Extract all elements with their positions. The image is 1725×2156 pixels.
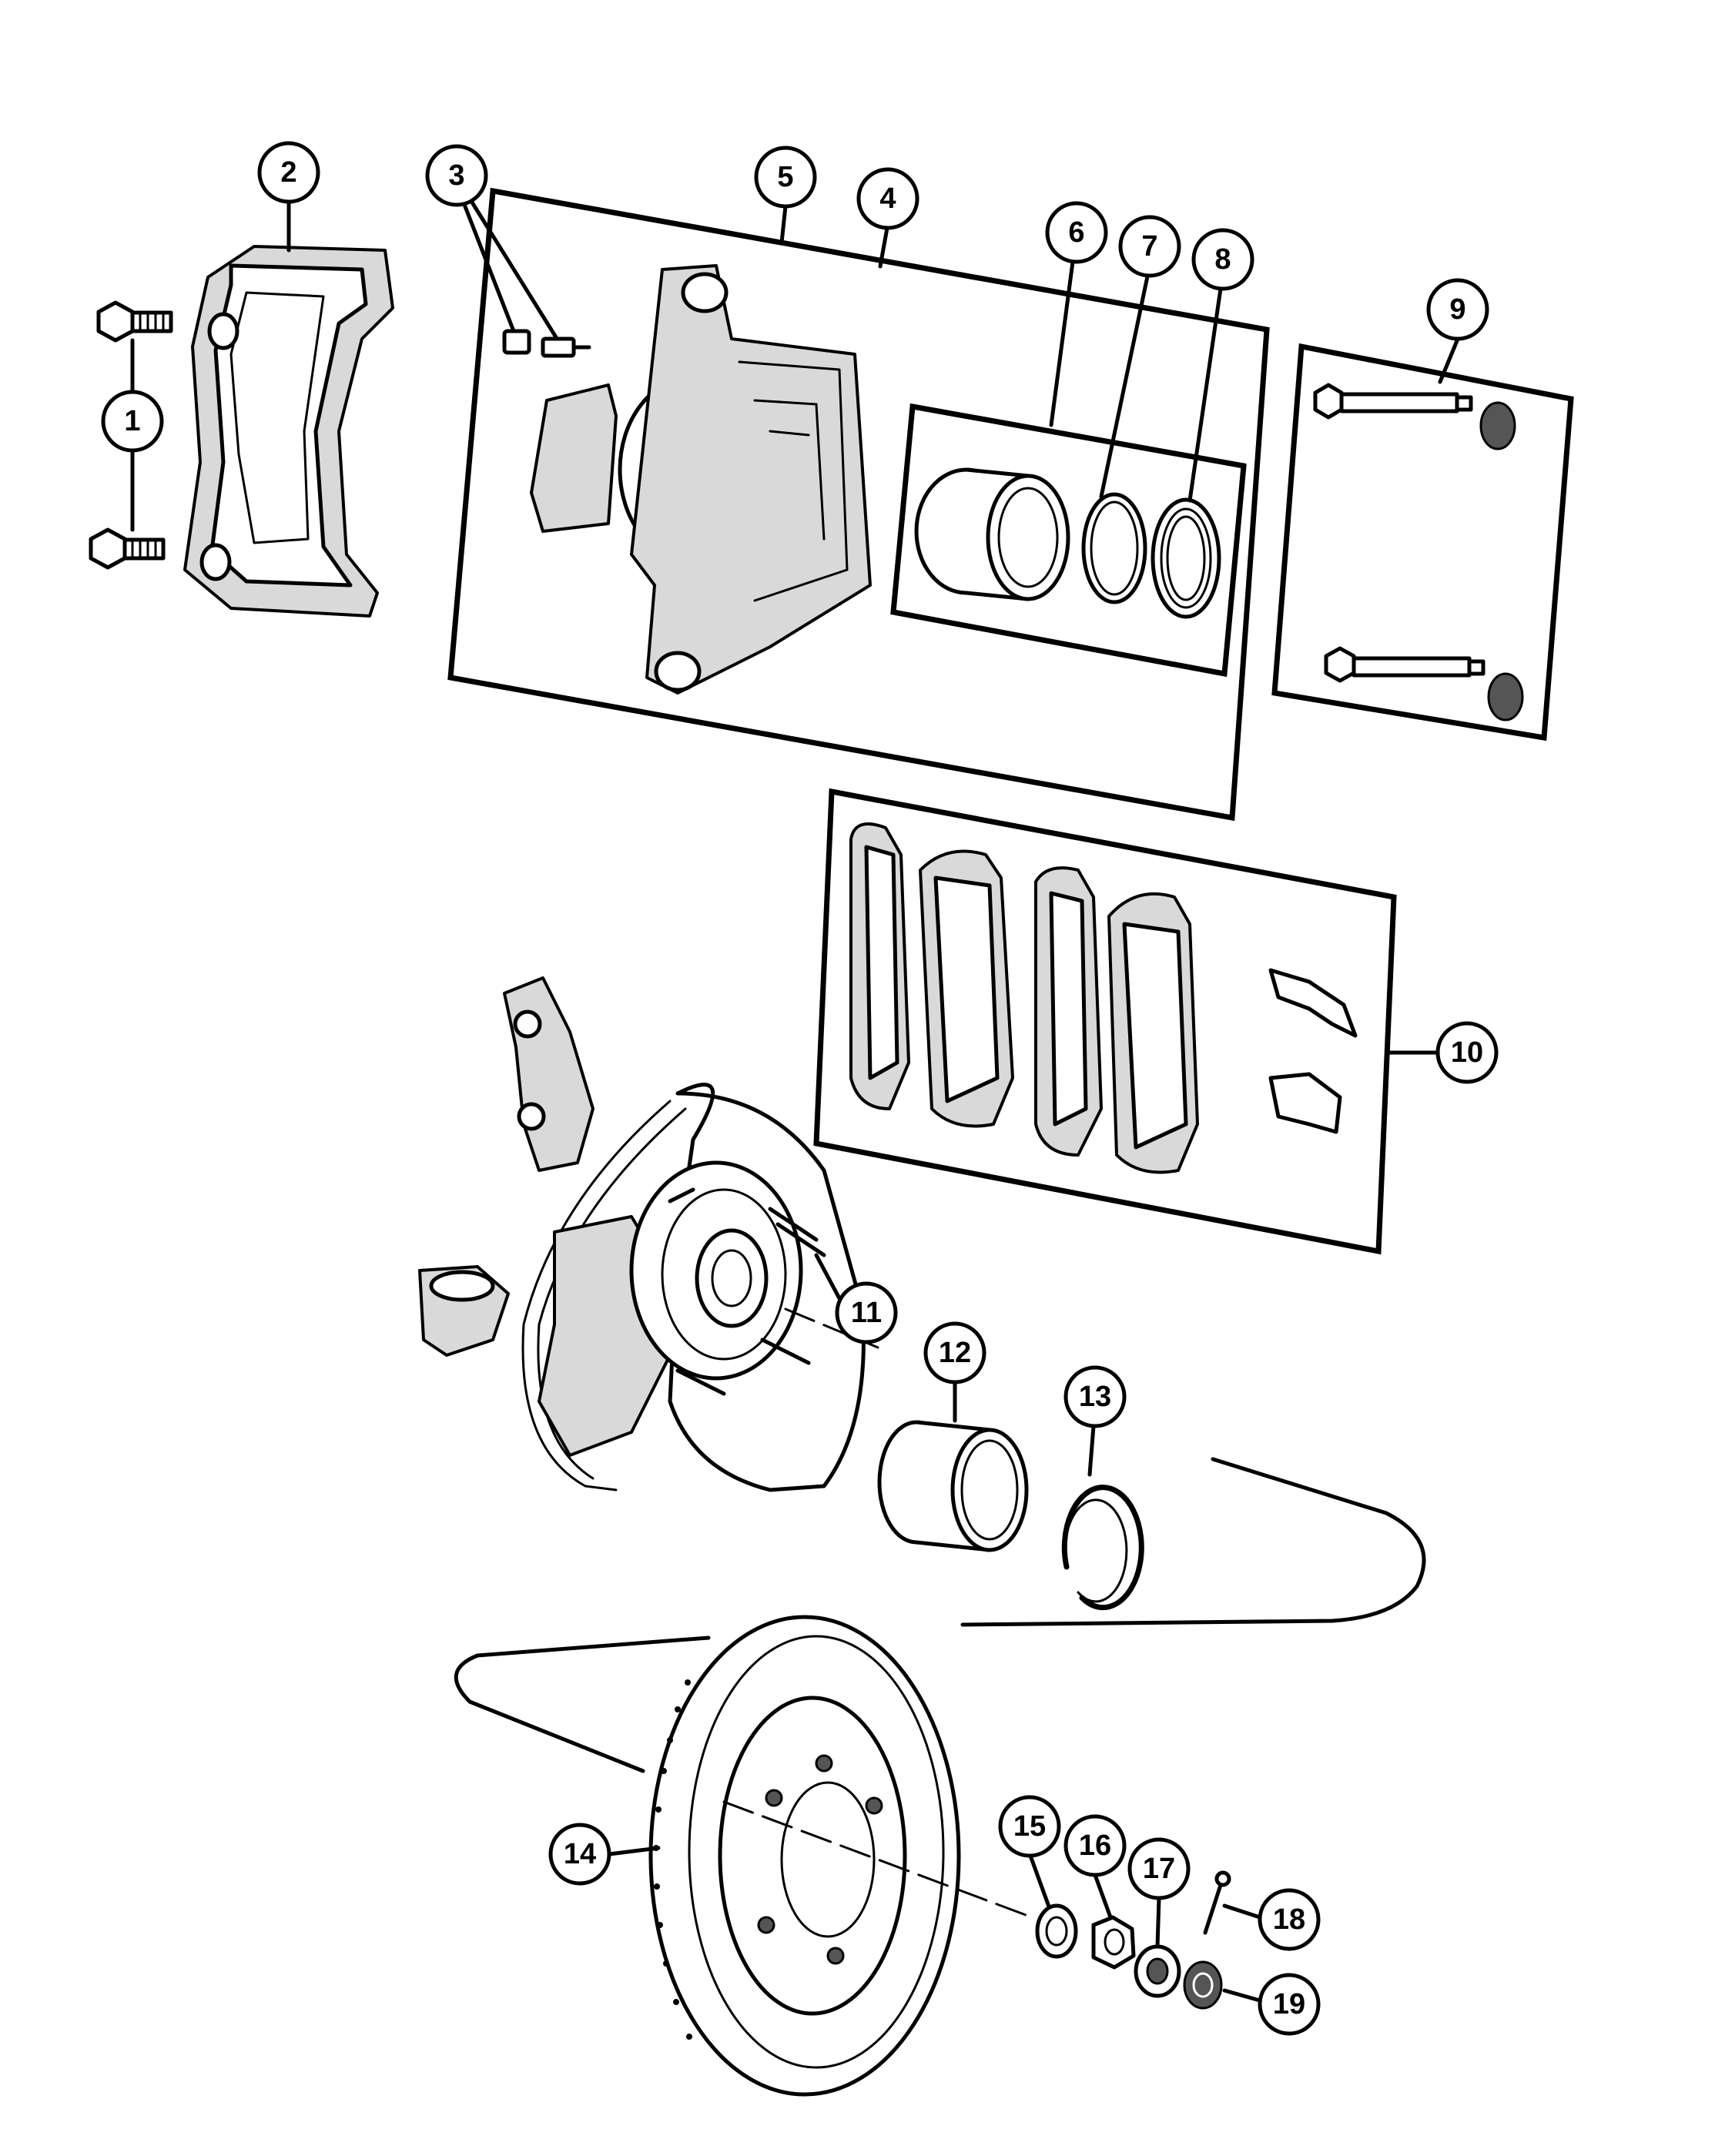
callout-14: 14 [548,1823,661,1886]
callout-11: 11 [835,1281,898,1344]
part-10-brake-pads [813,788,1440,1255]
exploded-view-lines [454,1457,1426,1773]
callout-2-label: 2 [280,156,296,189]
callout-8: 8 [1191,228,1254,291]
part-16-hub-nut [1091,1873,1136,1970]
part-8-dust-boot [1151,497,1221,619]
callout-13: 13 [1063,1365,1127,1428]
part-7-seal [1081,492,1147,604]
callout-7-label: 7 [1141,230,1157,263]
part-13-snap-ring [1061,1424,1144,1611]
part-14-rotor [648,1615,1033,2097]
callout-16-label: 16 [1079,1830,1111,1862]
callout-11-label: 11 [851,1297,882,1329]
callout-16: 16 [1063,1814,1127,1877]
part-2-caliper-bracket [183,199,394,618]
callout-10-label: 10 [1451,1036,1483,1069]
callout-9-label: 9 [1449,293,1465,326]
callout-4-label: 4 [879,182,896,215]
part-12-bearing [877,1380,1029,1552]
callout-8-label: 8 [1214,243,1231,276]
part-9-guide-pins [1271,336,1574,742]
part-17-nut-retainer [1134,1896,1181,1998]
part-1-bolts [89,300,173,570]
part-4-caliper-housing [530,264,872,695]
callout-14-label: 14 [564,1838,596,1870]
part-6-piston-kit-box [890,403,1247,678]
callout-13-label: 13 [1079,1381,1111,1413]
callout-19: 19 [1258,1973,1321,2036]
part-19-lock-nut [1183,1960,1262,2010]
callout-9: 9 [1426,278,1489,341]
callout-19-label: 19 [1273,1988,1305,2020]
callout-17: 17 [1127,1837,1191,1900]
callout-10: 10 [1435,1021,1499,1084]
callout-4: 4 [856,167,919,230]
callout-6: 6 [1045,201,1108,264]
callout-2: 2 [257,141,320,204]
callout-6-label: 6 [1068,216,1084,249]
callout-3: 3 [425,144,488,207]
part-18-cotter-pin [1203,1870,1262,1935]
callout-1-label: 1 [124,405,140,437]
callout-18: 18 [1258,1888,1321,1951]
callout-15: 15 [998,1795,1061,1858]
callout-1: 1 [101,390,164,453]
part-15-washer [1028,1853,1078,1959]
callout-12: 12 [923,1321,986,1384]
callout-15-label: 15 [1013,1810,1046,1843]
caliper-assembly-box [447,187,1270,822]
callout-12-label: 12 [939,1337,971,1369]
callout-17-label: 17 [1143,1853,1175,1885]
callout-5: 5 [754,146,817,209]
callout-18-label: 18 [1273,1903,1305,1936]
callout-3-label: 3 [448,159,464,192]
callout-5-label: 5 [777,161,793,193]
knuckle-hub-assembly [418,976,879,1492]
callout-7: 7 [1118,215,1181,278]
